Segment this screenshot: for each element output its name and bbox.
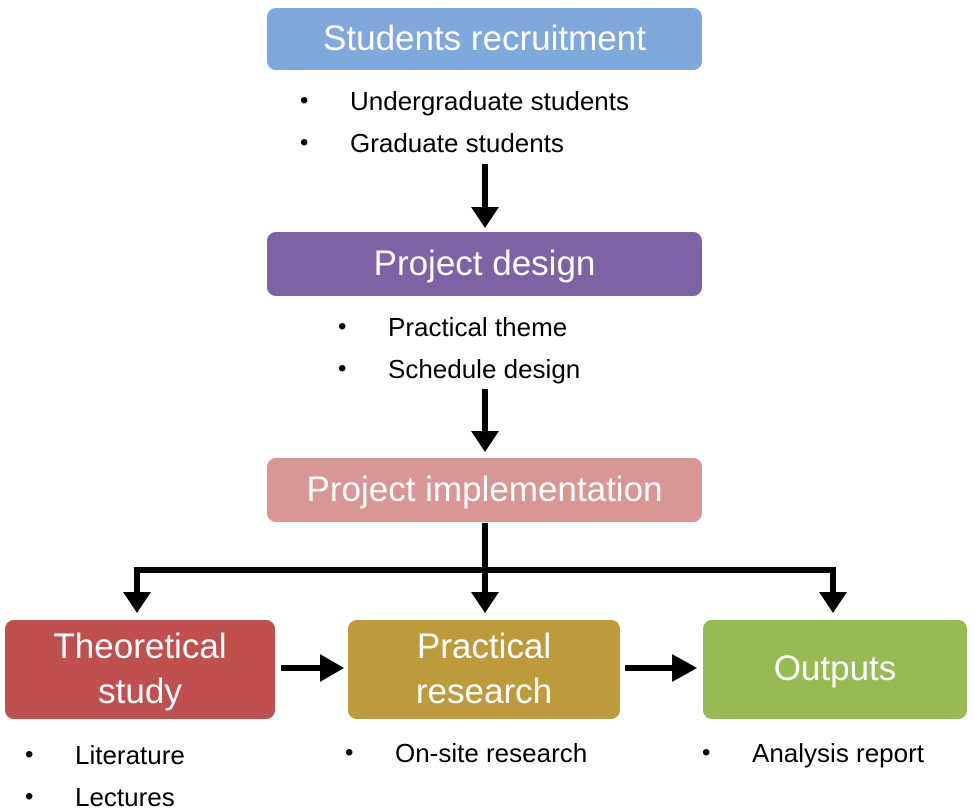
bullet-item: • Lectures [25,776,185,809]
node-label: Outputs [773,649,897,689]
node-label: Students recruitment [323,18,646,58]
arrow-design-to-implementation-head [471,431,499,452]
bullet-item: • Literature [25,734,185,776]
bullet-text: Analysis report [752,737,924,768]
arrow-to-outputs-head [819,592,847,613]
node-theoretical-study: Theoretical study [5,620,275,719]
bullet-dot: • [25,741,34,768]
bullet-text: Undergraduate students [350,85,629,116]
bullet-dot: • [338,313,347,340]
bullet-text: On-site research [395,737,588,768]
bullet-item: • On-site research [345,732,587,774]
node-project-design: Project design [267,232,702,296]
bullet-item: • Graduate students [300,122,629,164]
arrow-to-practical-head [471,592,499,613]
node-label: Project implementation [306,469,663,509]
bullet-item: • Schedule design [338,348,580,390]
bullet-text: Graduate students [350,127,564,158]
bullet-item: • Practical theme [338,306,580,348]
node-outputs: Outputs [703,620,967,719]
bullet-dot: • [345,739,354,766]
bullet-dot: • [300,129,309,156]
bullet-text: Schedule design [388,353,581,384]
bullet-text: Practical theme [388,311,568,342]
node-label: Practical research [415,626,553,711]
project-design-bullets: • Practical theme • Schedule design [338,306,580,390]
students-recruitment-bullets: • Undergraduate students • Graduate stud… [300,80,629,164]
arrow-practical-to-outputs-head [672,654,697,682]
bullet-item: • Analysis report [702,732,924,774]
bullet-dot: • [25,783,34,809]
arrow-to-theoretical-head [123,592,151,613]
node-project-implementation: Project implementation [267,458,702,522]
bullet-dot: • [300,87,309,114]
bullet-dot: • [702,739,711,766]
node-label: Theoretical study [53,626,227,711]
bullet-dot: • [338,355,347,382]
arrow-recruitment-to-design-head [471,207,499,228]
theoretical-study-bullets: • Literature • Lectures [25,734,185,809]
bullet-item: • Undergraduate students [300,80,629,122]
bullet-text: Lectures [75,781,175,809]
outputs-bullets: • Analysis report [702,732,924,774]
node-students-recruitment: Students recruitment [267,8,702,70]
practical-research-bullets: • On-site research [345,732,587,774]
node-label: Project design [373,243,596,283]
arrow-theoretical-to-practical-head [320,654,344,682]
bullet-text: Literature [75,739,185,770]
node-practical-research: Practical research [348,620,620,719]
